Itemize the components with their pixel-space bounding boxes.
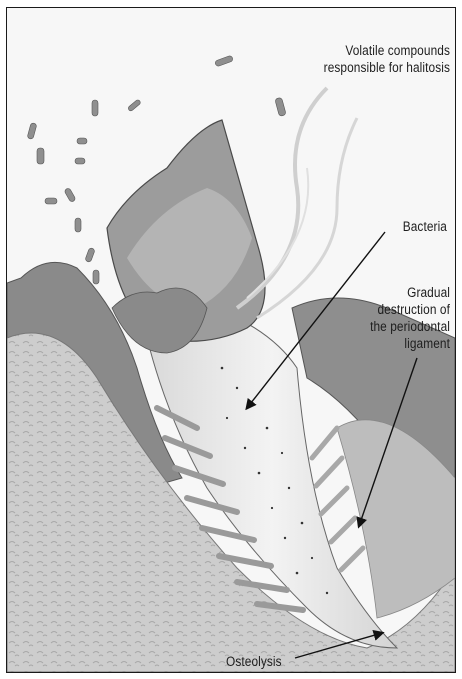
gradual-line-1: Gradual [309,284,450,301]
volatile-line-1: Volatile compounds [248,42,450,59]
volatile-compounds-label: Volatile compounds responsible for halit… [248,42,450,76]
bacteria-text: Bacteria [341,218,447,235]
osteolysis-text: Osteolysis [226,653,323,670]
gradual-line-2: destruction of [309,301,450,318]
ligament-destruction-label: Gradual destruction of the periodontal l… [309,284,450,352]
volatile-line-2: responsible for halitosis [248,59,450,76]
gradual-line-4: ligament [309,335,450,352]
bacteria-label: Bacteria [341,218,447,235]
gradual-line-3: the periodontal [309,318,450,335]
illustration-frame: Volatile compounds responsible for halit… [6,7,456,673]
osteolysis-label: Osteolysis [226,653,323,670]
